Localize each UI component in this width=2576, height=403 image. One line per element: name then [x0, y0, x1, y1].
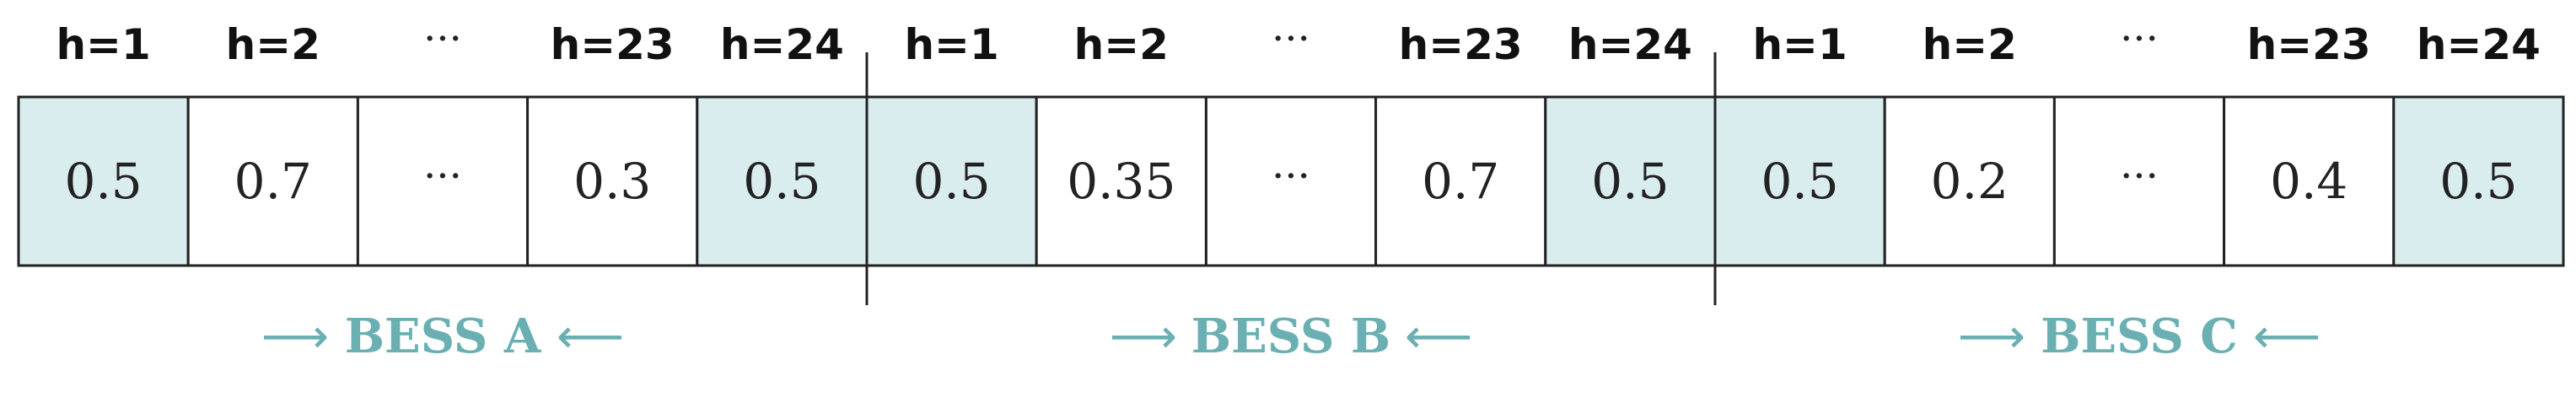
schedule-cell-row: 0.5 0.7 ··· 0.3 0.5 0.5 0.35 ··· 0.7 0.5 0.5 0.2 ···… — [17, 95, 2565, 267]
group-labels: ⟶ BESS A ⟵ ⟶ BESS B ⟵ ⟶ BESS C ⟵ — [261, 309, 2321, 364]
bess-c-hour-header-4: h=23 — [2247, 20, 2371, 69]
bess-b-hour-header-4: h=23 — [1399, 20, 1523, 69]
bess-a-label: BESS A — [345, 309, 542, 364]
bess-a-cell-value-4: 0.3 — [573, 153, 651, 210]
bess-a-hour-header-1: h=1 — [56, 20, 150, 69]
bess-b-hour-header-5: h=24 — [1568, 20, 1692, 69]
bess-c-cell-value-2: 0.2 — [1931, 153, 2009, 210]
bess-b-cell-box-1 — [865, 95, 1038, 267]
bess-b-cell-value-3: ··· — [1272, 153, 1310, 200]
bess-b-cell-box-5 — [1544, 95, 1717, 267]
bess-a-hour-header-3: ··· — [423, 15, 462, 62]
bess-c-cell-box-5 — [2392, 95, 2565, 267]
bess-a-cell-box-5 — [696, 95, 869, 267]
bess-c-cell-value-1: 0.5 — [1761, 153, 1838, 210]
bess-b-label: BESS B — [1191, 309, 1391, 364]
bess-b-cell-value-1: 0.5 — [912, 153, 990, 210]
bess-a-cell-value-2: 0.7 — [234, 153, 312, 210]
bess-a-cell-value-1: 0.5 — [64, 153, 142, 210]
bess-b-cell-value-2: 0.35 — [1067, 153, 1175, 210]
bess-a-cell-value-5: 0.5 — [743, 153, 820, 210]
bess-b-right-arrow-icon: ⟶ — [1110, 309, 1177, 364]
bess-a-hour-header-5: h=24 — [720, 20, 844, 69]
bess-b-hour-header-2: h=2 — [1074, 20, 1169, 69]
bess-b-left-arrow-icon: ⟵ — [1405, 309, 1472, 364]
bess-c-label: BESS C — [2041, 309, 2238, 364]
bess-c-cell-box-4 — [2223, 95, 2396, 267]
bess-c-hour-header-1: h=1 — [1752, 20, 1847, 69]
bess-a-cell-box-3 — [356, 95, 530, 267]
bess-a-cell-value-3: ··· — [423, 153, 462, 200]
bess-c-cell-value-5: 0.5 — [2439, 153, 2517, 210]
bess-a-hour-header-4: h=23 — [551, 20, 675, 69]
bess-c-hour-header-5: h=24 — [2417, 20, 2541, 69]
bess-b-cell-value-4: 0.7 — [1422, 153, 1499, 210]
bess-a-cell-box-4 — [526, 95, 699, 267]
bess-c-hour-header-3: ··· — [2120, 15, 2159, 62]
bess-c-cell-box-2 — [1883, 95, 2056, 267]
bess-b-cell-box-3 — [1204, 95, 1378, 267]
bess-b-cell-box-2 — [1035, 95, 1207, 267]
bess-a-left-arrow-icon: ⟵ — [557, 309, 624, 364]
bess-b-cell-box-4 — [1374, 95, 1547, 267]
hour-header-row: h=1 h=2 ··· h=23 h=24 h=1 h=2 ··· h=23 h=24 h=1 h=2… — [56, 15, 2540, 69]
bess-c-hour-header-2: h=2 — [1923, 20, 2017, 69]
bess-b-hour-header-1: h=1 — [904, 20, 998, 69]
bess-a-hour-header-2: h=2 — [226, 20, 320, 69]
bess-a-cell-box-1 — [17, 95, 190, 267]
bess-c-left-arrow-icon: ⟵ — [2253, 309, 2321, 364]
bess-a-right-arrow-icon: ⟶ — [261, 309, 329, 364]
bess-c-cell-value-4: 0.4 — [2270, 153, 2347, 210]
bess-a-cell-box-2 — [186, 95, 359, 267]
bess-b-cell-value-5: 0.5 — [1591, 153, 1669, 210]
group-dividers — [865, 52, 1717, 305]
bess-c-cell-box-3 — [2052, 95, 2226, 267]
bess-b-hour-header-3: ··· — [1272, 15, 1310, 62]
bess-c-right-arrow-icon: ⟶ — [1958, 309, 2025, 364]
bess-c-cell-value-3: ··· — [2120, 153, 2159, 200]
